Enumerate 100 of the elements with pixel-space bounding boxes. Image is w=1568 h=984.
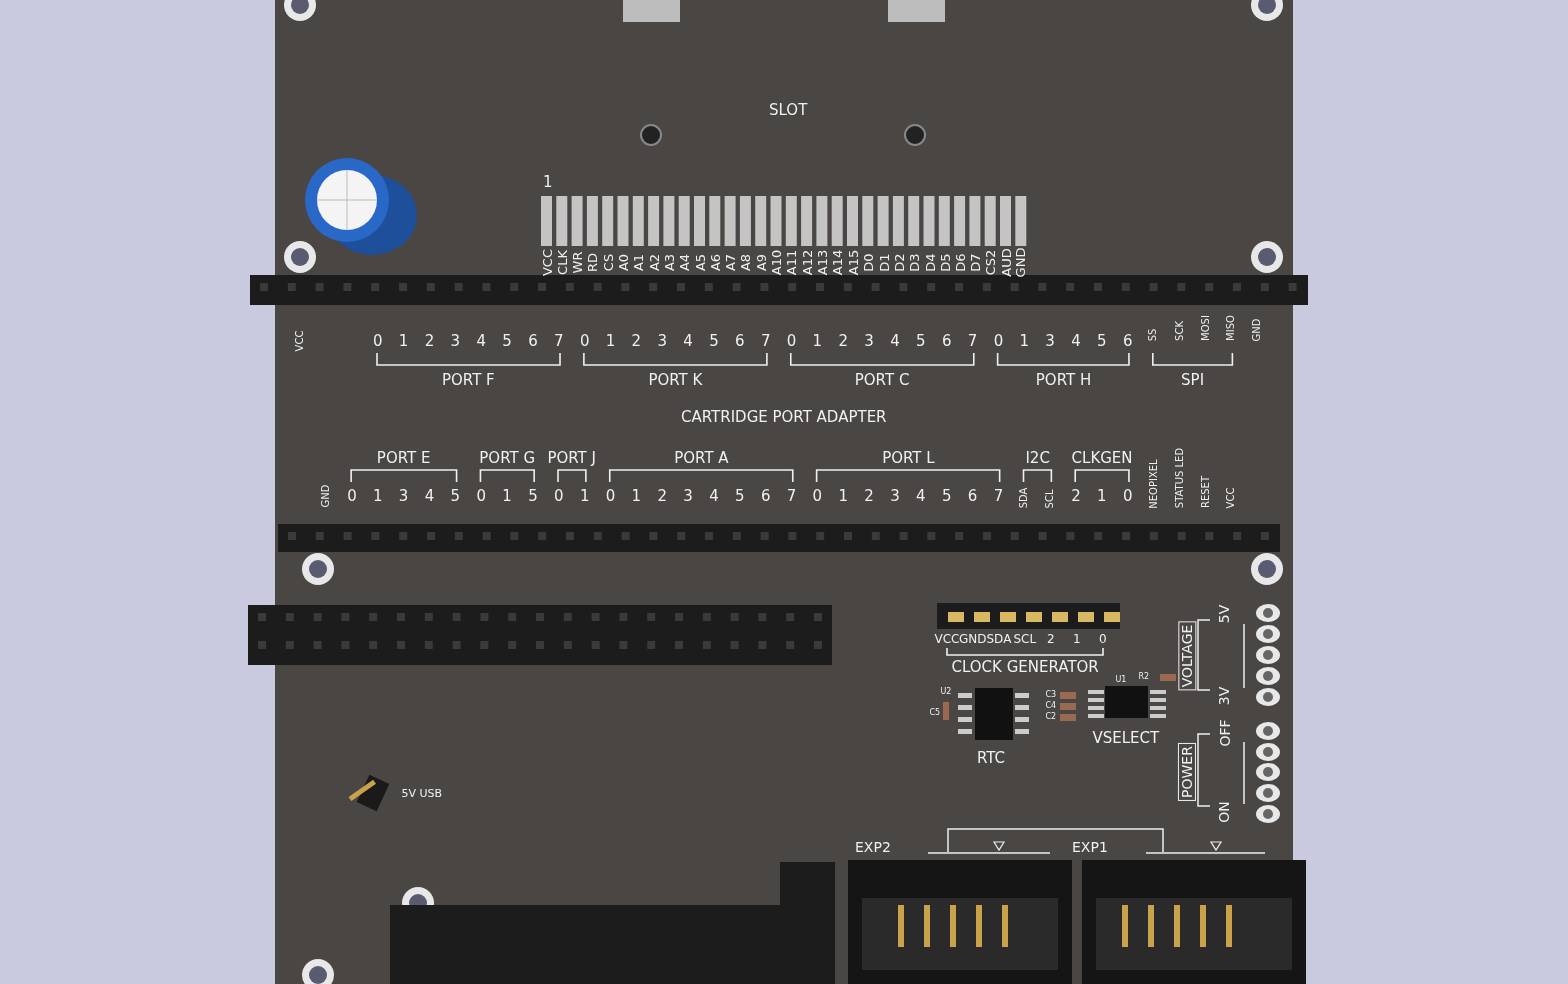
pin-number: 6 (941, 333, 952, 349)
pin-number: 1 (838, 488, 848, 504)
pin-number: 4 (916, 488, 926, 504)
pin-number: 5 (502, 333, 512, 349)
pin-label: A0 (617, 253, 631, 271)
pin-label: A3 (663, 253, 676, 271)
pin-number: 0 (993, 333, 1004, 349)
pin-number: 0 (554, 488, 564, 504)
pin-label: CLK (555, 249, 569, 275)
pin-number: 6 (528, 333, 538, 349)
pin-label: A8 (739, 253, 753, 271)
pin-number: 2 (631, 333, 642, 349)
pin-number: 0 (476, 488, 486, 504)
pin-label: D1 (877, 252, 891, 272)
port-label: SPI (1181, 372, 1205, 388)
pin-number: 1 (502, 488, 512, 504)
pin-number: 6 (760, 488, 771, 504)
pin-number: 2 (657, 488, 667, 504)
pin-number: 3 (398, 488, 409, 504)
component-designator: U1 (1115, 676, 1127, 684)
pin-number: 1 (631, 488, 642, 504)
port-label: CLKGEN (1071, 450, 1133, 466)
pin-label: A6 (708, 253, 722, 271)
pin-label: D4 (923, 252, 937, 272)
pin-label: 2 (1047, 633, 1055, 645)
pin-label: A2 (647, 253, 661, 271)
pin-label: A5 (693, 253, 707, 271)
pin-label: AUD (999, 247, 1013, 277)
pin-number: 5 (709, 333, 719, 349)
pin-label: NEOPIXEL (1149, 458, 1159, 509)
pin-number: 7 (554, 333, 564, 349)
port-label: PORT K (648, 372, 703, 388)
pin-label: SDA (986, 633, 1012, 645)
pin-label: SCL (1045, 489, 1056, 508)
pin-number: 7 (786, 488, 797, 504)
pin-number: 0 (347, 488, 357, 504)
pin-label: VCC (1226, 487, 1237, 508)
pin-number: 0 (373, 333, 383, 349)
pin-label: GND (1252, 318, 1263, 341)
pin-number: 0 (605, 488, 616, 504)
pin-label: GND (959, 633, 987, 645)
component-designator: C4 (1045, 702, 1057, 710)
port-label: PORT L (882, 450, 935, 466)
pin-number: 4 (424, 488, 435, 504)
pin-number: 4 (476, 333, 486, 349)
pin-number: 1 (579, 488, 590, 504)
connector-label: 5V USB (401, 787, 443, 799)
pin-number: 4 (1071, 333, 1081, 349)
pin-label: 0 (1099, 633, 1107, 645)
pin-number: 3 (450, 333, 461, 349)
pin-label: A4 (678, 253, 692, 271)
pin-number: 3 (864, 333, 874, 349)
pin-label: A9 (754, 253, 768, 271)
pin-label: D2 (892, 252, 906, 272)
component-label: VSELECT (1092, 730, 1160, 746)
pin-number: 2 (424, 333, 435, 349)
pin-label: RESET (1200, 476, 1211, 508)
pin-number: 2 (838, 333, 848, 349)
connector-label: EXP2 (855, 840, 891, 854)
port-label: PORT A (674, 450, 729, 466)
pin-label: VCC (295, 330, 306, 352)
pin-label: D0 (861, 252, 875, 272)
component-designator: U2 (940, 688, 952, 696)
pin-number: 7 (993, 488, 1004, 504)
pin-label: D7 (969, 252, 983, 272)
pin-label: SCK (1174, 321, 1185, 341)
pin-number: 1 (398, 333, 409, 349)
switch-position-label: ON (1216, 801, 1231, 823)
port-label: PORT F (442, 372, 495, 388)
pin-label: D3 (907, 252, 921, 272)
pin-label: A7 (724, 253, 738, 271)
pin-label: A10 (770, 249, 784, 275)
pin-label: 1 (1073, 633, 1081, 645)
pin-number: 5 (941, 488, 952, 504)
pin-label: A1 (632, 253, 646, 271)
pin-label: VCC (540, 248, 554, 276)
port-label: PORT G (479, 450, 536, 466)
pin-number: 5 (528, 488, 538, 504)
pin-number: 5 (735, 488, 745, 504)
pin-number: 1 (1019, 333, 1030, 349)
pin-number: 1 (812, 333, 823, 349)
section-title: CLOCK GENERATOR (951, 659, 1099, 675)
pin-number: 0 (786, 333, 797, 349)
pin-number: 7 (967, 333, 978, 349)
pin-number: 0 (1122, 488, 1133, 504)
pin-label: GND (1014, 247, 1028, 277)
connector-label: EXP1 (1072, 840, 1108, 854)
pin-label: A11 (785, 249, 799, 275)
pin-number: 5 (450, 488, 461, 504)
pin-label: A13 (816, 249, 830, 275)
pin-label: MISO (1226, 315, 1237, 341)
pin-number: 1 (373, 488, 383, 504)
pin-number: 2 (864, 488, 874, 504)
pin-label: D6 (953, 252, 967, 272)
pin-number: 4 (709, 488, 719, 504)
pin-number: 6 (1122, 333, 1133, 349)
pin-label: D5 (938, 252, 952, 272)
pin-number: 1 (1097, 488, 1107, 504)
pin-number: 6 (735, 333, 745, 349)
pin-label: CS (601, 253, 615, 271)
